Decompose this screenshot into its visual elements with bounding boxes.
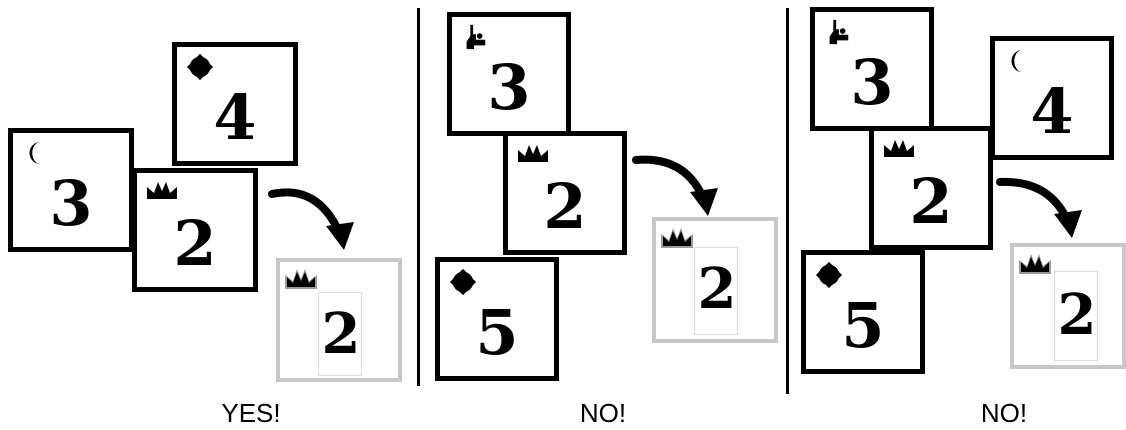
- card-2-crown: 2: [503, 131, 627, 255]
- arrow-icon: [996, 177, 1082, 238]
- card-4-sun: 4: [172, 42, 298, 166]
- result-card: 2: [652, 217, 778, 343]
- result-number: 2: [1057, 282, 1097, 348]
- card-number: 2: [543, 170, 587, 243]
- card-2-crown: 2: [132, 168, 258, 292]
- card-number: 4: [1030, 75, 1074, 148]
- card-number: 2: [909, 165, 953, 238]
- card-number: 2: [173, 207, 217, 280]
- result-number: 2: [697, 256, 737, 322]
- crown-icon: [1018, 253, 1052, 275]
- sun-icon: [185, 53, 215, 81]
- moon-icon: [21, 139, 51, 167]
- card-number: 5: [475, 296, 519, 369]
- sun-icon: [448, 268, 478, 296]
- card-3-moon: 3: [8, 128, 134, 252]
- card-5-sun: 5: [435, 257, 559, 381]
- crown-icon: [660, 227, 694, 249]
- hand-icon: [460, 23, 490, 51]
- panel-caption: NO!: [579, 398, 627, 428]
- moon-icon: [1003, 47, 1033, 75]
- card-number: 4: [213, 81, 257, 154]
- card-3-hand: 3: [810, 7, 934, 131]
- card-number: 5: [841, 289, 885, 362]
- result-number: 2: [321, 301, 361, 367]
- divider: [417, 8, 420, 386]
- arrow-icon: [268, 188, 354, 250]
- result-card: 2: [276, 258, 402, 382]
- panel-caption: YES!: [221, 398, 281, 428]
- crown-icon: [516, 142, 550, 164]
- card-number: 3: [487, 51, 531, 124]
- crown-icon: [145, 179, 179, 201]
- card-5-sun: 5: [801, 250, 925, 374]
- hand-icon: [823, 18, 853, 46]
- crown-icon: [284, 268, 318, 290]
- result-card: 2: [1010, 243, 1126, 369]
- sun-icon: [814, 261, 844, 289]
- card-2-crown: 2: [869, 126, 993, 250]
- card-3-hand: 3: [447, 12, 571, 136]
- crown-icon: [882, 137, 916, 159]
- card-number: 3: [850, 46, 894, 119]
- divider: [786, 8, 789, 394]
- card-number: 3: [49, 167, 93, 240]
- panel-caption: NO!: [980, 398, 1028, 428]
- card-4-moon: 4: [990, 36, 1114, 160]
- arrow-icon: [632, 155, 718, 216]
